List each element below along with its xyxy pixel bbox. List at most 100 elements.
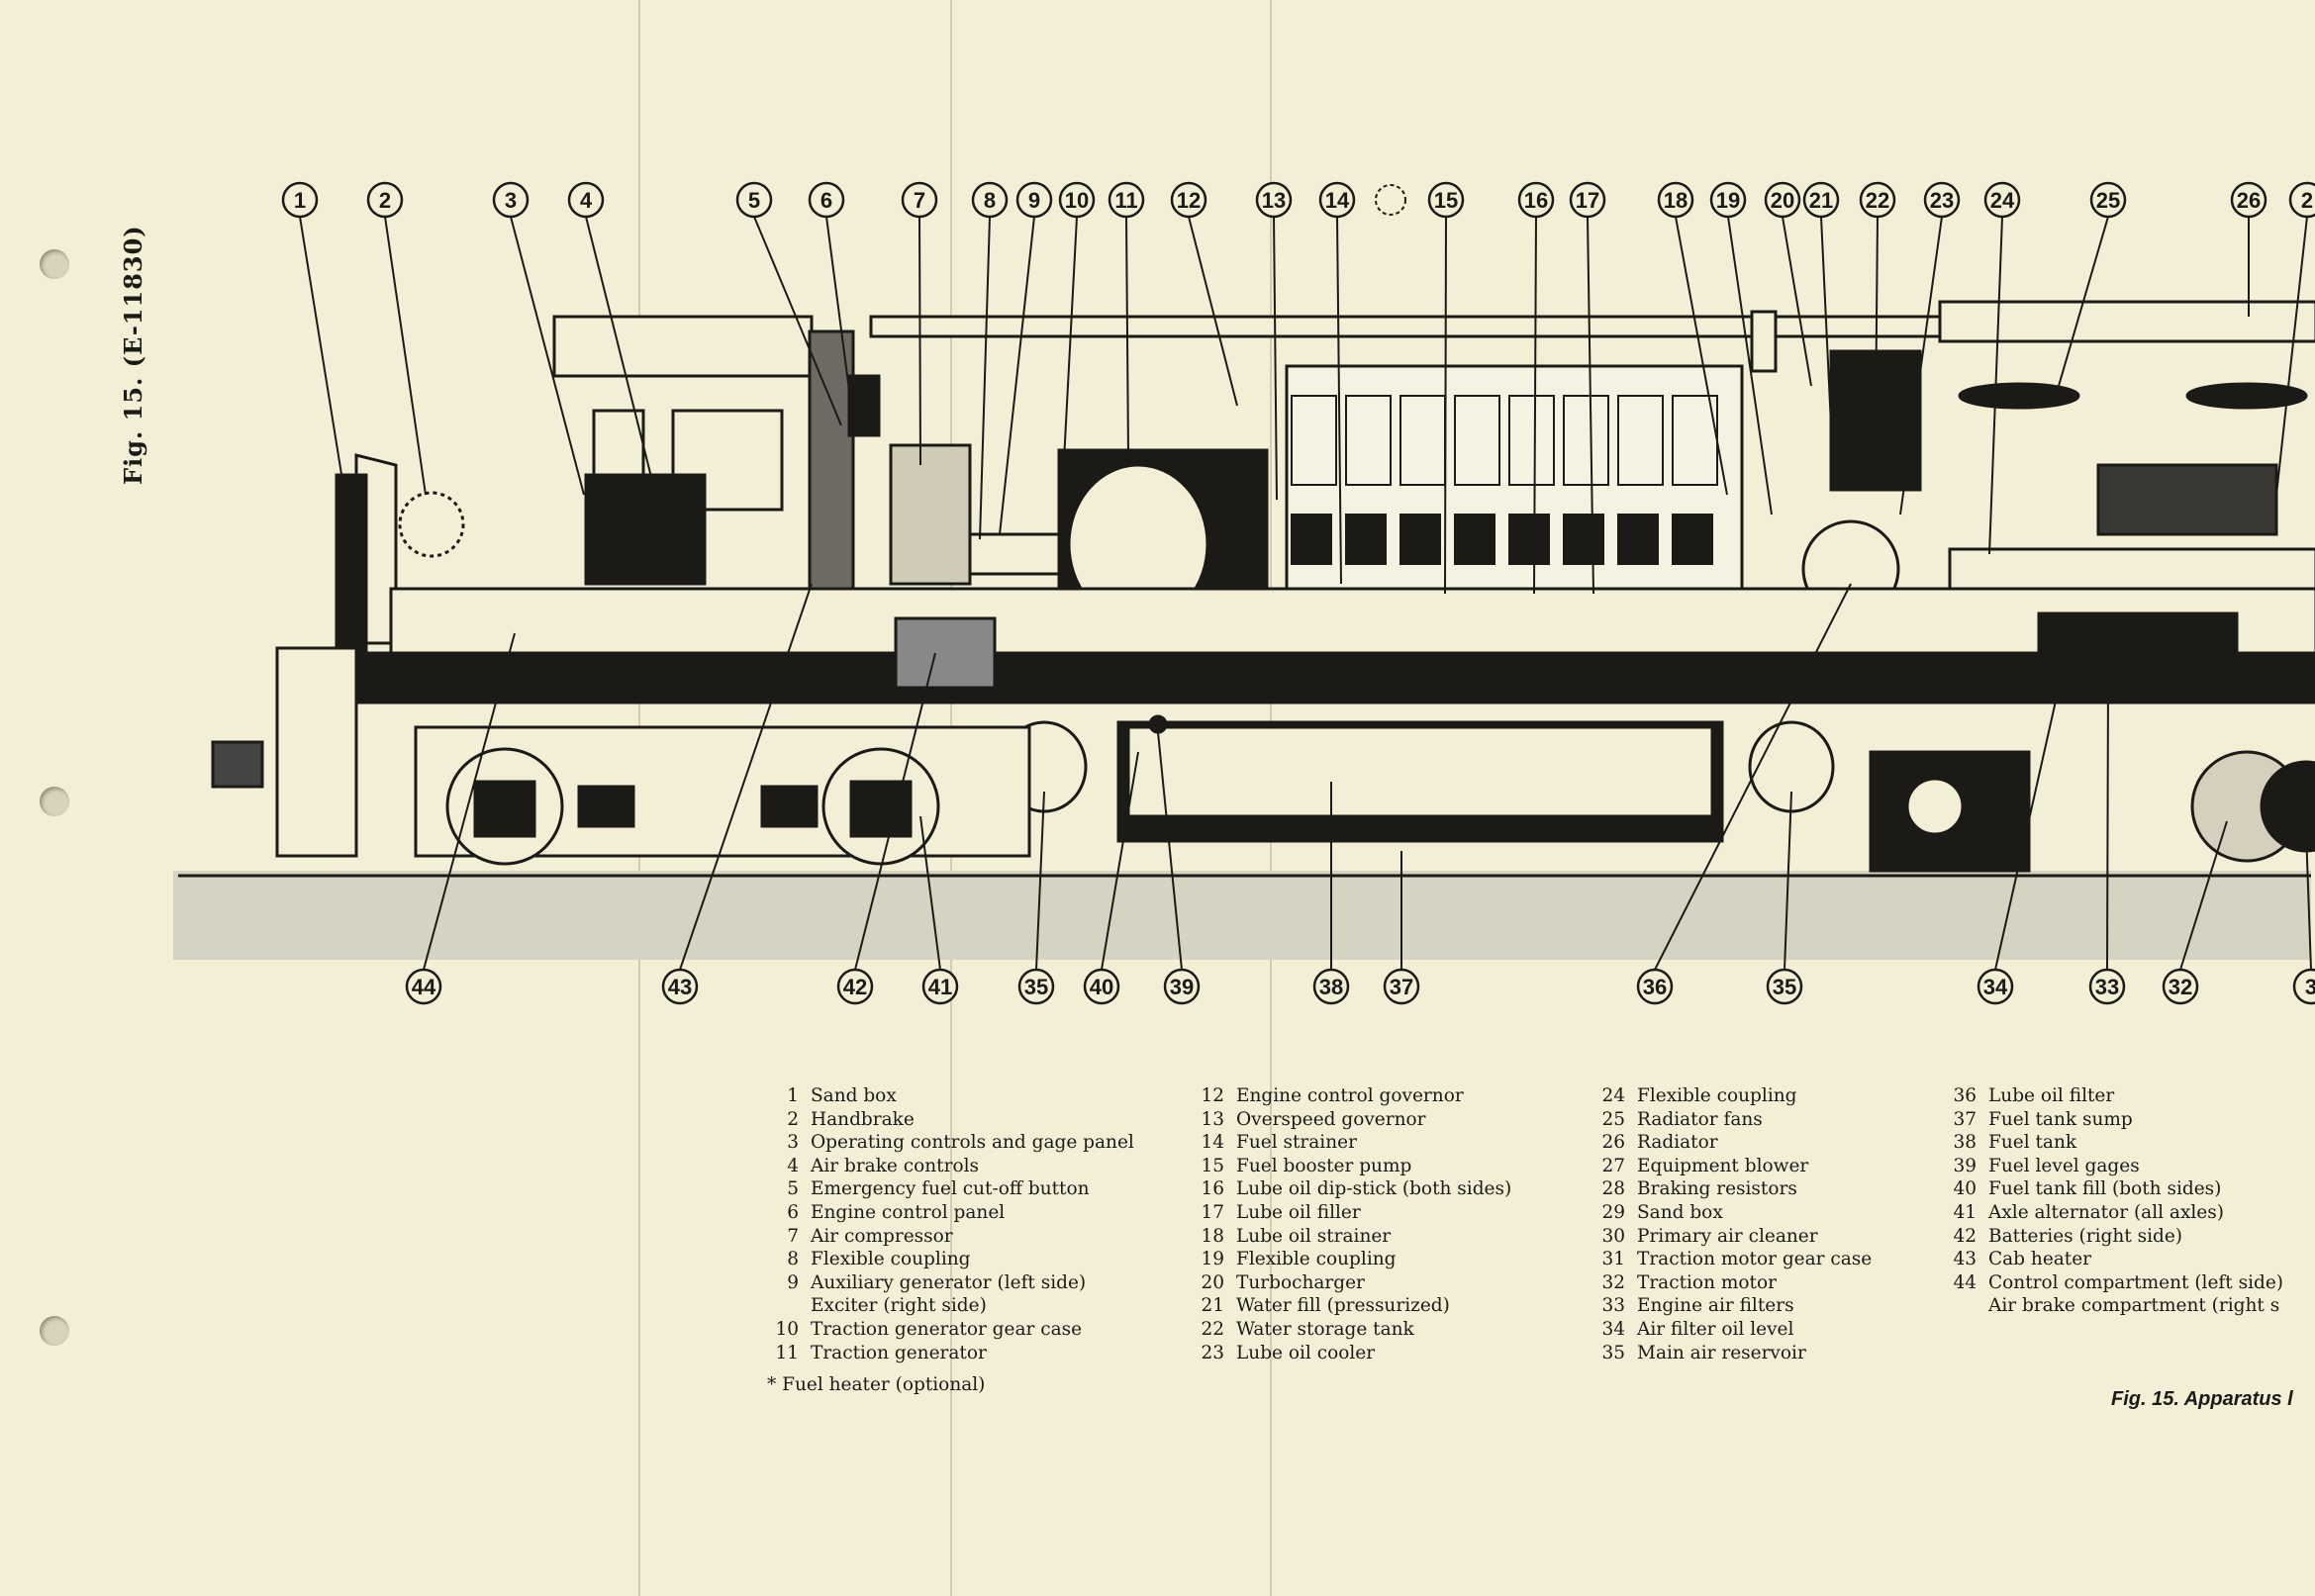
legend-text: Traction generator gear case (811, 1318, 1083, 1340)
callout-circle (808, 181, 845, 219)
callout-number: 7 (914, 188, 925, 213)
callout-42: 42 (836, 968, 874, 1005)
legend-text: Fuel tank (1988, 1132, 2077, 1154)
callout-number: 24 (1990, 188, 2015, 213)
legend-number: 17 (1201, 1201, 1224, 1223)
callout-24: 24 (1983, 181, 2021, 219)
exhaust-stack (1750, 310, 1778, 373)
callout-circle (1764, 181, 1801, 219)
engine-cylinders (1291, 395, 1718, 565)
legend-text: Sand box (1637, 1201, 1723, 1223)
leader-line (585, 216, 654, 486)
leader-line (2275, 216, 2308, 496)
callout-circle (1709, 181, 1747, 219)
callout-41: 41 (921, 968, 959, 1005)
legend-number: 39 (1953, 1155, 1977, 1176)
callout-circle (2088, 968, 2126, 1005)
legend-item: Exciter (right side) (767, 1294, 1134, 1318)
callout-17: 17 (1569, 181, 1606, 219)
leader-line (918, 216, 921, 466)
callout-circle (1636, 968, 1674, 1005)
leader-line (1994, 687, 2060, 971)
callout-circle (1802, 181, 1840, 219)
legend-text: Air brake controls (811, 1155, 979, 1176)
legend-text: Water storage tank (1236, 1318, 1414, 1340)
fuel-tank-face (1126, 725, 1714, 818)
callout-19: 19 (1709, 181, 1747, 219)
legend-text: Air filter oil level (1637, 1318, 1794, 1340)
callout-7: 7 (901, 181, 938, 219)
leader-line (854, 652, 936, 971)
callout-21: 21 (1802, 181, 1840, 219)
callout-circle (1015, 181, 1053, 219)
callout-circle (2292, 968, 2315, 1005)
legend-number: 43 (1953, 1249, 1977, 1270)
callout-number: 10 (1065, 188, 1089, 213)
leader-line (1101, 751, 1139, 971)
legend-text: Fuel booster pump (1236, 1155, 1412, 1176)
callout-8: 8 (971, 181, 1009, 219)
legend-number: 31 (1601, 1249, 1625, 1270)
legend-text: Engine control panel (811, 1201, 1006, 1223)
callout-number: 15 (1434, 188, 1458, 213)
legend-number: 8 (787, 1249, 799, 1270)
legend-text: Traction generator (811, 1342, 987, 1363)
legend-text: Main air reservoir (1637, 1342, 1806, 1363)
legend-number: 32 (1601, 1271, 1625, 1293)
callout-number: 3 (2305, 975, 2315, 999)
callout-11: 11 (1108, 181, 1145, 219)
callout-number: 13 (1262, 188, 1286, 213)
batteries (894, 616, 997, 690)
callout-number: 44 (412, 975, 436, 999)
callout-circle (1977, 968, 2014, 1005)
callout-3: 3 (492, 181, 530, 219)
callout-number: 17 (1576, 188, 1599, 213)
leader-line (1188, 216, 1238, 407)
flexible-coupling (968, 532, 1061, 576)
leader-line (423, 632, 516, 971)
leader-line (2106, 682, 2109, 971)
callout-43: 43 (661, 968, 699, 1005)
legend-text: Batteries (right side) (1988, 1225, 2182, 1247)
spring-2 (760, 785, 819, 828)
callout-number: 14 (1325, 188, 1350, 213)
legend-text: Air compressor (811, 1225, 953, 1247)
callout-circle (2089, 181, 2127, 219)
leader-line (1444, 216, 1447, 595)
callout-39: 39 (1163, 968, 1201, 1005)
legend-number: 1 (787, 1085, 799, 1106)
legend-number: 19 (1201, 1249, 1224, 1270)
callout-circle (1517, 181, 1555, 219)
legend-text: Radiator fans (1637, 1108, 1763, 1130)
legend-number: 37 (1953, 1108, 1977, 1130)
leader-line (1782, 216, 1812, 387)
callout-40: 40 (1083, 968, 1120, 1005)
radiator (1938, 300, 2315, 343)
legend-number: 29 (1601, 1201, 1625, 1223)
callout-14: 14 (1318, 181, 1356, 219)
callout-number: 3 (505, 188, 517, 213)
callout-number: 41 (928, 975, 952, 999)
radiator-fan-2 (2185, 382, 2308, 410)
